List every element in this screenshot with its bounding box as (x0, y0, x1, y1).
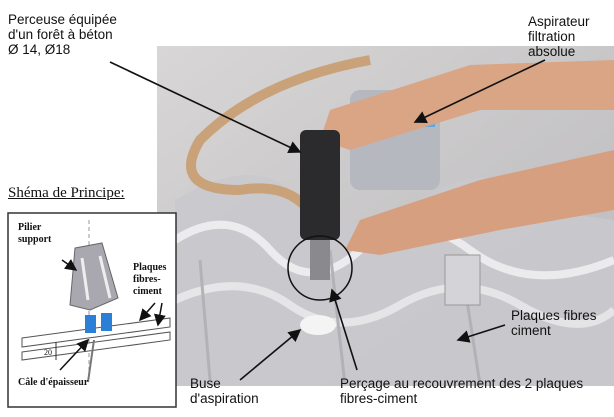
schema-plates-label: Plaques fibres- ciment (133, 262, 166, 298)
vacuum-label-line: absolue (528, 44, 576, 59)
vacuum-label-line: filtration (528, 29, 576, 44)
nozzle-label: Buse d'aspiration (190, 376, 259, 406)
shim-left (85, 315, 96, 333)
plates-label: Plaques fibres ciment (511, 308, 597, 338)
plates-label-line: Plaques fibres (511, 308, 597, 323)
arm-upper (320, 60, 614, 150)
annotation-arrows (109, 59, 546, 381)
vacuum-label-line: Aspirateur (528, 14, 590, 29)
drilling-label-line: Perçage au recouvrement des 2 plaques (340, 376, 584, 391)
drilling-label-line: fibres-ciment (340, 391, 418, 406)
schema-pillar-line: Pilier (18, 222, 42, 233)
nozzle-label-line: Buse (190, 376, 221, 391)
suction-nozzle (300, 315, 336, 335)
highlight-circle (287, 235, 353, 301)
schema-pillar-label: Pilier support (18, 222, 51, 246)
schema-title: Shéma de Principe: (8, 185, 125, 201)
vacuum-hose (186, 55, 371, 232)
schema-shim-label: Câle d'épaisseur (18, 377, 89, 388)
drill-label-line: Ø 14, Ø18 (8, 42, 71, 57)
schema-plates-line: ciment (133, 286, 162, 297)
schema-plates-line: fibres- (133, 274, 161, 285)
arm-lower (345, 150, 614, 255)
shim-right (101, 313, 112, 331)
schema-pillar-line: support (18, 234, 52, 245)
drill (300, 130, 340, 240)
vacuum-label: Aspirateur filtration absolue (528, 14, 590, 59)
drill-label: Perceuse équipée d'un forêt à béton Ø 14… (8, 12, 117, 57)
schema-plates-line: Plaques (133, 262, 167, 273)
drill-label-line: Perceuse équipée (8, 12, 117, 27)
drilling-label: Perçage au recouvrement des 2 plaques fi… (340, 376, 583, 406)
schematic-diagram (7, 212, 177, 408)
support-bracket (444, 254, 481, 306)
nozzle-label-line: d'aspiration (190, 391, 259, 406)
plates-label-line: ciment (511, 323, 551, 338)
schema-dimension: 20 (44, 348, 52, 357)
drill-label-line: d'un forêt à béton (8, 27, 113, 42)
